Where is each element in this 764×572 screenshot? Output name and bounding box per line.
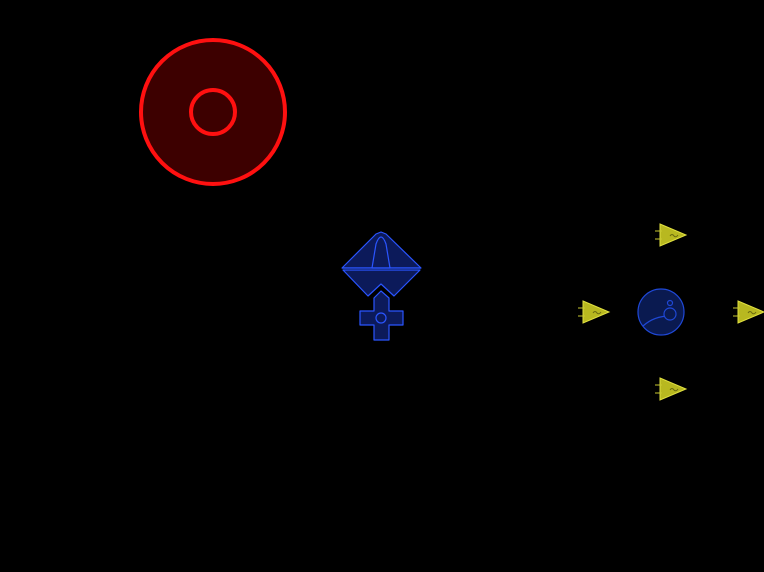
ship-cockpit xyxy=(371,236,391,269)
yellow-drone-icon xyxy=(654,223,687,247)
enemy-core-orb-icon xyxy=(637,288,685,336)
ship-engine-port xyxy=(375,312,387,324)
core-orb-dot xyxy=(666,299,674,307)
bullseye-target-icon xyxy=(139,38,287,186)
target-outer-ring xyxy=(139,38,287,186)
yellow-drone-icon xyxy=(732,300,764,324)
core-orb-body xyxy=(637,288,685,336)
ship-hull-bottom xyxy=(342,269,421,297)
core-orb-eye xyxy=(663,307,677,321)
target-inner-ring xyxy=(189,88,237,136)
player-ship-icon xyxy=(341,231,422,341)
yellow-drone-icon xyxy=(654,377,687,401)
yellow-drone-icon xyxy=(577,300,610,324)
